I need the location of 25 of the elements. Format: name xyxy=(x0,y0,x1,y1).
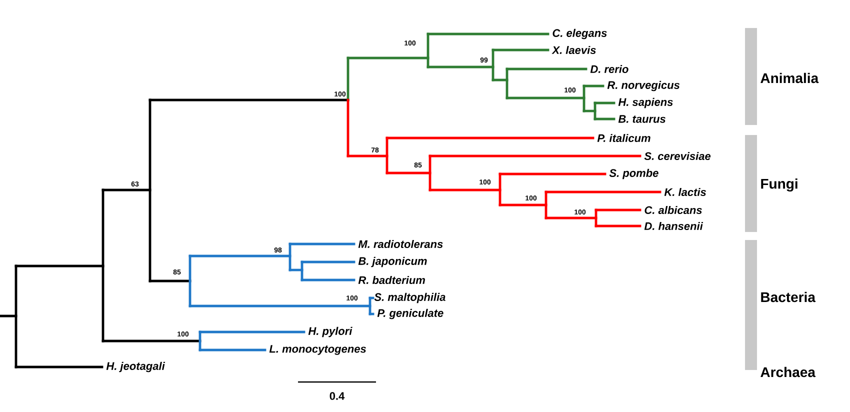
taxon-label: D. hansenii xyxy=(644,222,704,230)
taxon-label: P. geniculate xyxy=(377,308,444,320)
taxon-label: H. pylori xyxy=(308,326,352,338)
taxon-label: R. badterium xyxy=(358,276,425,284)
clade-label: Bacteria xyxy=(761,292,816,302)
taxon-label: B. japonicum xyxy=(358,256,427,268)
taxon-label: S. cerevisiae xyxy=(644,152,711,160)
taxon-label: S. pombe xyxy=(609,168,658,180)
taxon-label: P. italicum xyxy=(597,134,650,142)
scale-label: 0.4 xyxy=(330,392,345,400)
taxon-label: M. radiotolerans xyxy=(358,240,443,248)
clade-label: Archaea xyxy=(760,366,816,378)
taxon-label: S. maltophilia xyxy=(374,292,446,304)
clade-label: Fungi xyxy=(761,178,798,192)
taxon-label: H. jeotagali xyxy=(106,362,166,372)
taxon-label: D. rerio xyxy=(590,64,628,74)
clade-label: Animalia xyxy=(760,72,819,84)
taxon-label: C. elegans xyxy=(552,28,607,40)
taxon-label: K. lactis xyxy=(664,188,706,196)
taxon-label: L. monocytogenes xyxy=(269,345,366,355)
taxon-label: H. sapiens xyxy=(618,98,673,108)
taxon-label: B. taurus xyxy=(618,115,666,123)
taxon-label: X. laevis xyxy=(552,46,596,54)
taxon-label: R. norvegicus xyxy=(607,80,680,92)
taxon-label: C. albicans xyxy=(644,206,702,214)
